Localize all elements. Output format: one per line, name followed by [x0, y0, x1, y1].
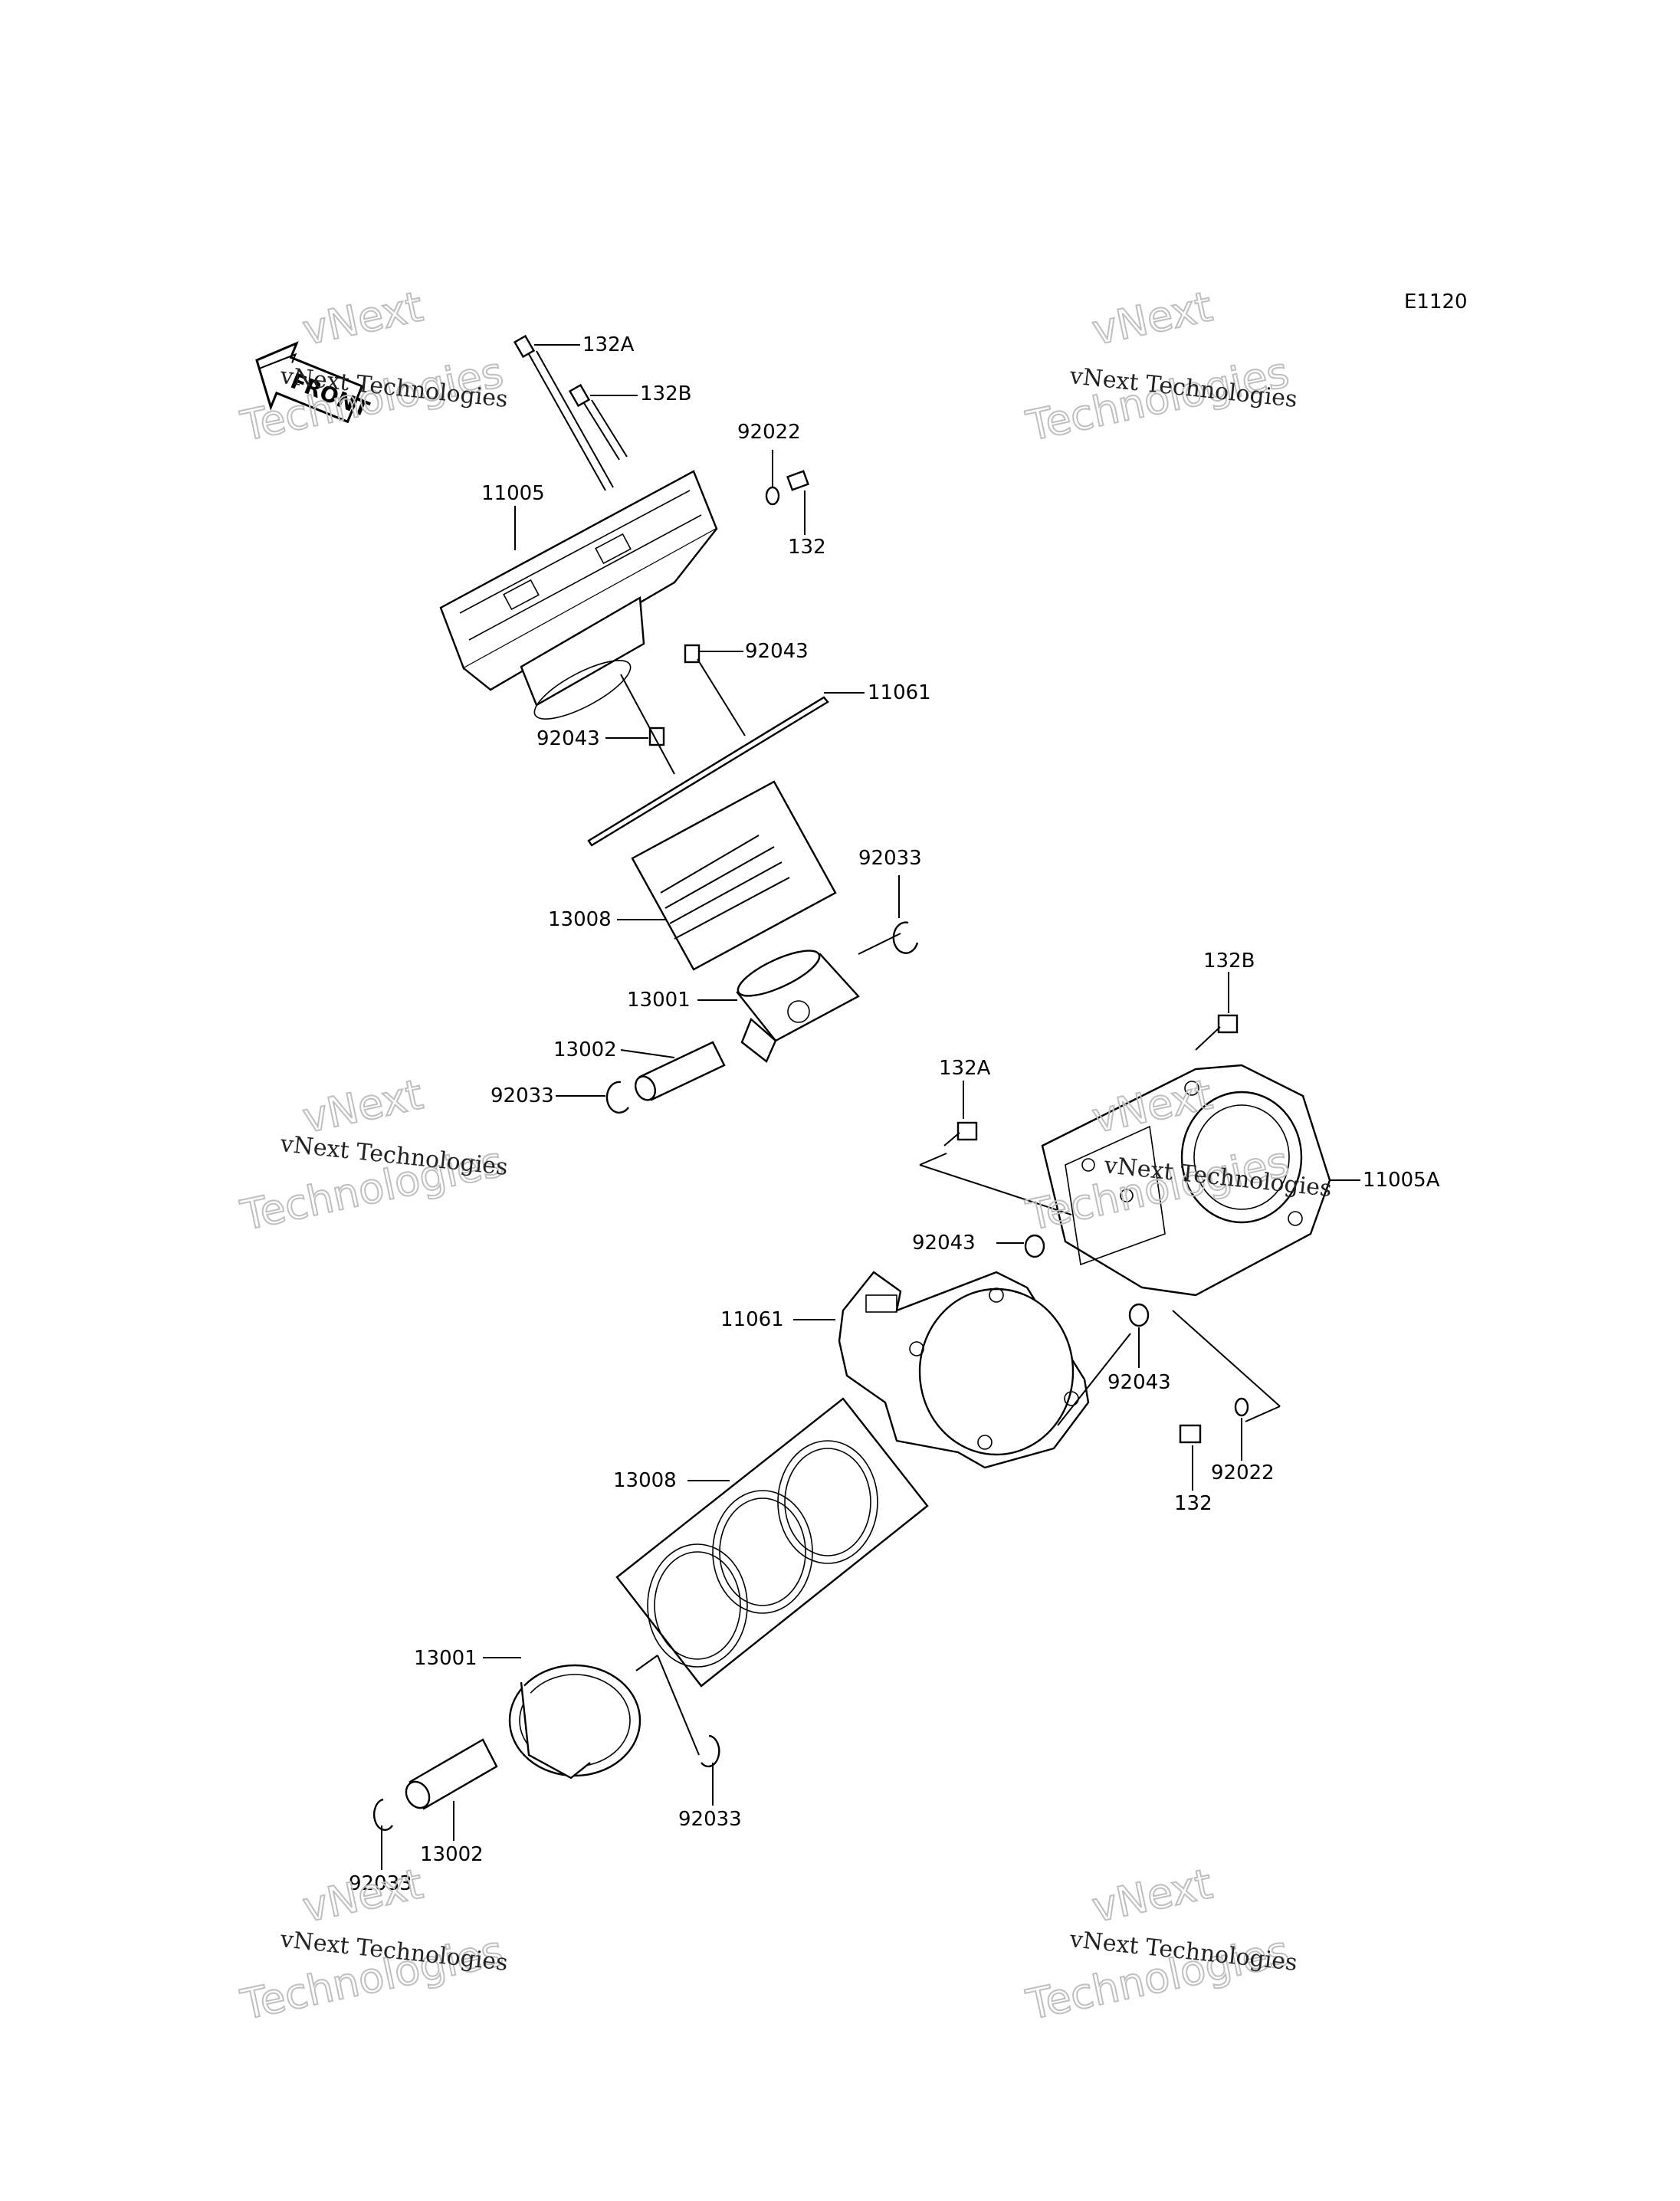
gasket-11061-lower [838, 1271, 1090, 1469]
gasket-11061-upper [587, 696, 829, 847]
label-132A-lower: 132A [939, 1057, 991, 1080]
piston-rings-13008-upper [631, 780, 837, 971]
label-13001-upper: 13001 [627, 989, 691, 1012]
watermark-big-1: vNext [299, 1859, 427, 1931]
label-92033-lower-b: 92033 [349, 1872, 412, 1895]
label-11005A: 11005A [1363, 1169, 1440, 1192]
bolt-132A-upper [513, 334, 614, 491]
watermark-mid-left: vNext Technologies vNext Technologies [236, 1069, 510, 1241]
dowel-92043-lower-b [1128, 1303, 1150, 1327]
piston-13001-lower [508, 1664, 641, 1779]
label-92033-lower-a: 92033 [678, 1808, 742, 1831]
watermark-bottom-left: vNext Technologies vNext Technologies [236, 1858, 510, 2030]
bolt-132B-lower [1195, 1014, 1239, 1051]
dowel-92043-upper-a [684, 644, 701, 664]
circlip-92033-upper-a [892, 921, 919, 954]
diagram-code: E1120 [1404, 290, 1468, 313]
label-92022-upper: 92022 [737, 421, 801, 444]
label-132-lower: 132 [1174, 1492, 1212, 1515]
label-92033-upper-a: 92033 [858, 847, 922, 870]
circlip-92033-lower-b [372, 1798, 393, 1831]
label-13008-upper: 13008 [548, 908, 612, 931]
label-92043-lower-b: 92043 [1107, 1371, 1171, 1394]
piston-13001-upper [736, 950, 860, 1063]
label-92022-lower: 92022 [1211, 1461, 1275, 1484]
label-132B-upper: 132B [640, 382, 691, 405]
label-11061-lower: 11061 [720, 1308, 784, 1331]
bolt-132-lower [1179, 1424, 1202, 1444]
bolt-132B-upper [568, 383, 628, 461]
watermark-big-1: vNext [299, 1070, 427, 1142]
watermark-big-1: vNext [1088, 282, 1216, 354]
label-13002-upper: 13002 [553, 1038, 617, 1061]
label-132-upper: 132 [788, 536, 826, 559]
piston-pin-13002-lower [405, 1738, 498, 1810]
watermark-top-right: vNext Technologies vNext Technologies [1022, 281, 1299, 451]
label-92043-lower-a: 92043 [912, 1232, 976, 1255]
label-92043-upper-b: 92043 [536, 727, 600, 750]
label-11005: 11005 [481, 482, 545, 505]
dowel-92043-upper-b [648, 727, 665, 746]
label-13002-lower: 13002 [420, 1843, 484, 1866]
cylinder-block-11005A [1041, 1064, 1331, 1297]
label-13008-lower: 13008 [613, 1469, 677, 1492]
circlip-92033-upper-b [605, 1081, 629, 1114]
circlip-92033-lower-a [701, 1734, 720, 1768]
bolt-132-upper [786, 470, 809, 491]
washer-92022-upper [765, 486, 780, 506]
piston-pin-13002-upper [634, 1041, 726, 1101]
watermark-bottom-right: vNext Technologies vNext Technologies [1022, 1858, 1299, 2030]
label-13001-lower: 13001 [414, 1647, 477, 1670]
washer-92022-lower [1234, 1397, 1249, 1417]
label-132A-upper: 132A [582, 333, 635, 356]
bolt-132A-lower [943, 1121, 978, 1146]
watermark-big-1: vNext [299, 282, 427, 354]
cylinder-head-11005 [439, 470, 718, 720]
watermark-big-1: vNext [1088, 1859, 1216, 1931]
label-11061-upper: 11061 [868, 681, 931, 704]
label-132B-lower: 132B [1203, 950, 1255, 973]
label-92033-upper-b: 92033 [491, 1084, 554, 1107]
piston-rings-13008-lower [615, 1397, 929, 1688]
dowel-92043-lower-a [1024, 1234, 1045, 1258]
label-92043-upper-a: 92043 [745, 640, 809, 663]
